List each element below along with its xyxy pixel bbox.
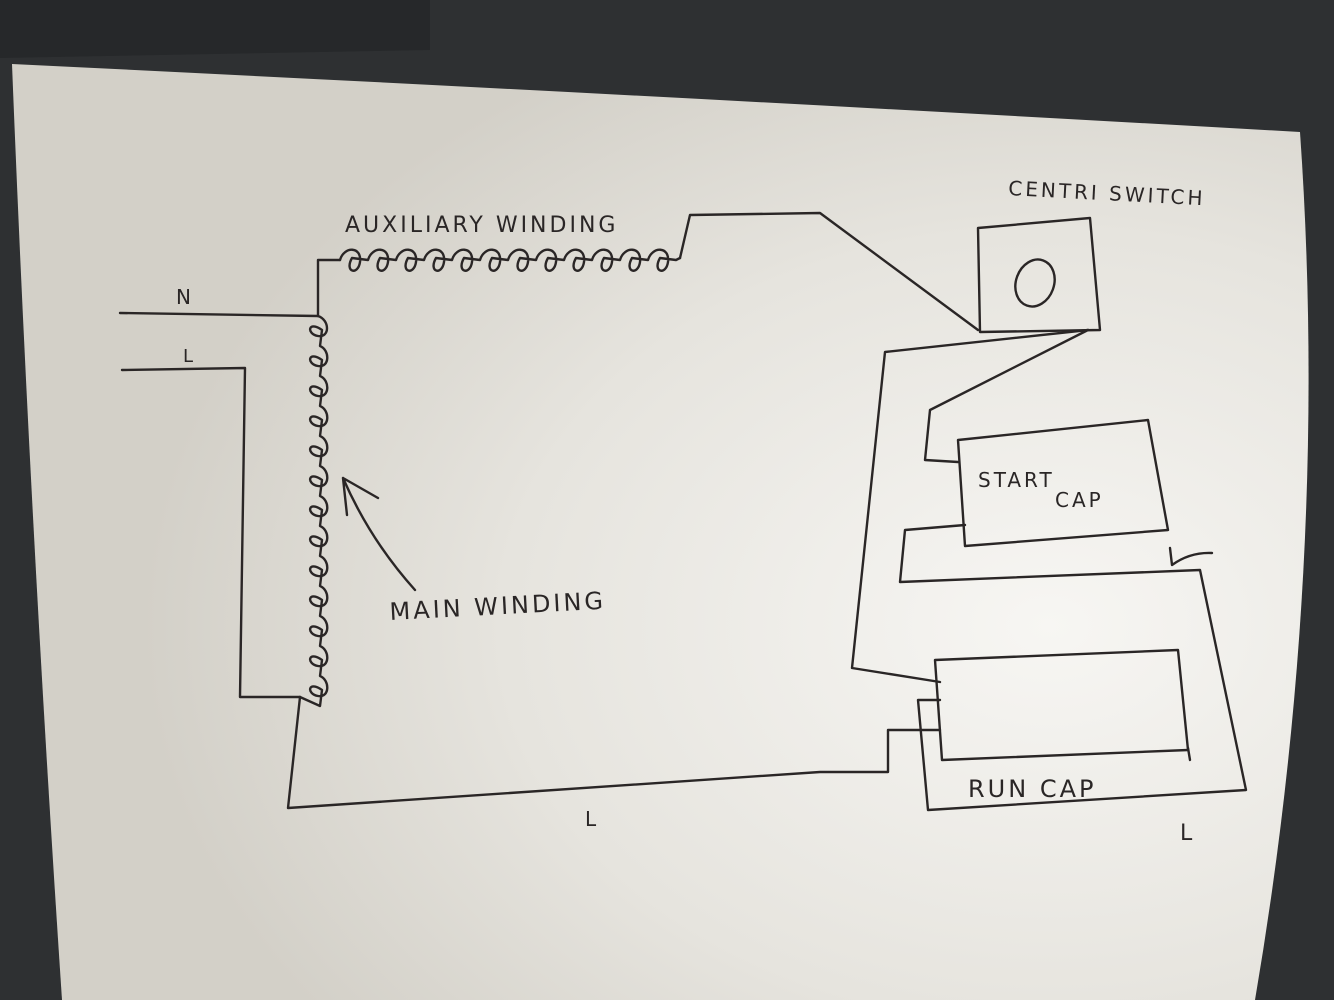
start-cap-return-wire	[898, 523, 1248, 812]
live-input-wire	[120, 366, 302, 699]
centrifugal-switch-box	[976, 216, 1102, 334]
bottom-live-label: L	[585, 807, 599, 831]
run-capacitor-box	[933, 648, 1190, 762]
switch-to-run-cap-wire	[850, 328, 1090, 684]
dark-object	[0, 0, 430, 58]
neutral-wire	[118, 311, 320, 318]
live-input-label: L	[183, 346, 196, 367]
auxiliary-winding-label: AUXILIARY WINDING	[345, 213, 618, 238]
start-capacitor-box	[956, 418, 1170, 548]
switch-to-start-cap-wire	[923, 328, 1090, 464]
right-live-label: L	[1180, 821, 1195, 846]
start-cap-label-line2: CAP	[1055, 488, 1104, 512]
main-winding-pointer-arrow	[341, 476, 417, 592]
auxiliary-winding-coil	[338, 248, 682, 272]
start-cap-label-line1: START	[978, 468, 1055, 492]
paper-sheet	[12, 64, 1309, 1000]
aux-to-switch-wire	[678, 211, 980, 332]
aux-feed-wire	[316, 258, 342, 318]
bottom-live-wire	[286, 695, 942, 810]
start-cap-right-lead	[1168, 546, 1214, 567]
main-winding-coil	[298, 314, 329, 708]
neutral-label: N	[176, 285, 194, 309]
run-cap-label: RUN CAP	[968, 775, 1096, 803]
wires	[118, 211, 1248, 812]
centrifugal-switch-circle-icon	[1014, 258, 1056, 308]
